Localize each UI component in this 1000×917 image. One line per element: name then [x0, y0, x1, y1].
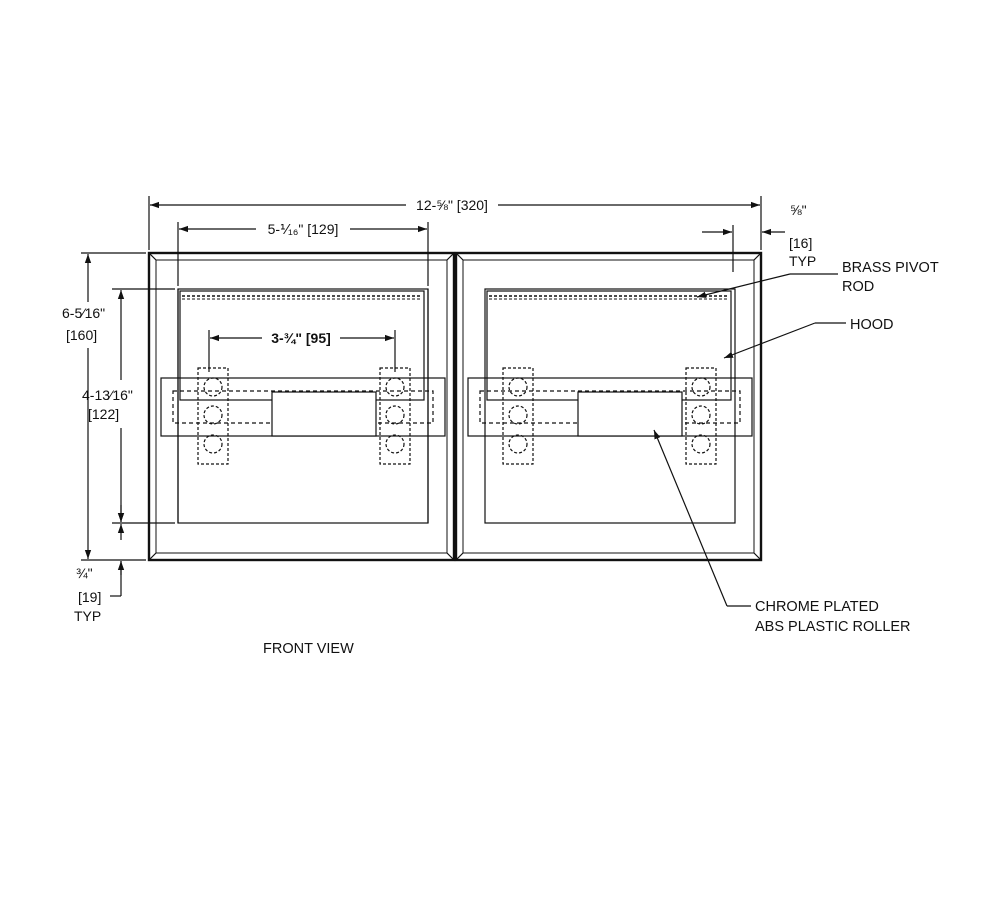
dim-opening-height-inch: 4-13⁄16" [82, 387, 133, 403]
dim-roller-spacing-text: 3-¾" [95] [271, 330, 331, 346]
dim-flange-top-typ: TYP [789, 253, 816, 269]
dim-flange-bottom-typ: TYP [74, 608, 101, 624]
left-roller [172, 390, 434, 437]
leader-hood [723, 322, 846, 359]
dim-overall-width-lines [148, 196, 762, 250]
callout-roller-line1: CHROME PLATED [755, 599, 879, 615]
dim-flange-bottom-lines [110, 505, 125, 597]
left-opening [177, 288, 429, 524]
right-hood [486, 290, 732, 401]
right-roller [479, 390, 741, 437]
dim-roller-spacing-lines [208, 330, 396, 372]
left-pivot-mount-a [197, 367, 229, 465]
dim-flange-bottom-inch: ¾" [76, 565, 93, 581]
left-housing [147, 251, 456, 562]
dim-inner-width-text: 5-⅟₁₆" [129] [268, 221, 339, 237]
dim-opening-height-lines [112, 288, 175, 524]
right-housing [454, 251, 763, 562]
dim-overall-width-text: 12-⅝" [320] [416, 197, 488, 213]
view-title: FRONT VIEW [263, 641, 354, 657]
callout-hood: HOOD [850, 317, 894, 333]
leader-brass-pivot-rod [696, 273, 838, 298]
callout-brass-pivot-rod-line1: BRASS PIVOT [842, 260, 939, 276]
dim-flange-top-inch: ⅝" [790, 202, 807, 218]
dim-flange-top-lines [702, 225, 785, 272]
right-opening [484, 288, 736, 524]
dim-overall-height-lines [81, 252, 146, 561]
dim-overall-height-mm: [160] [66, 327, 97, 343]
callout-roller-line2: ABS PLASTIC ROLLER [755, 619, 911, 635]
right-pivot-mount-a [502, 367, 534, 465]
dim-opening-height-mm: [122] [88, 406, 119, 422]
left-pivot-mount-b [379, 367, 411, 465]
dim-overall-height-inch: 6-5⁄16" [62, 305, 105, 321]
dim-inner-width-lines [177, 222, 429, 286]
dim-flange-top-mm: [16] [789, 235, 812, 251]
right-pivot-mount-b [685, 367, 717, 465]
callout-brass-pivot-rod-line2: ROD [842, 279, 874, 295]
leader-roller [653, 429, 751, 607]
dim-flange-bottom-mm: [19] [78, 589, 101, 605]
